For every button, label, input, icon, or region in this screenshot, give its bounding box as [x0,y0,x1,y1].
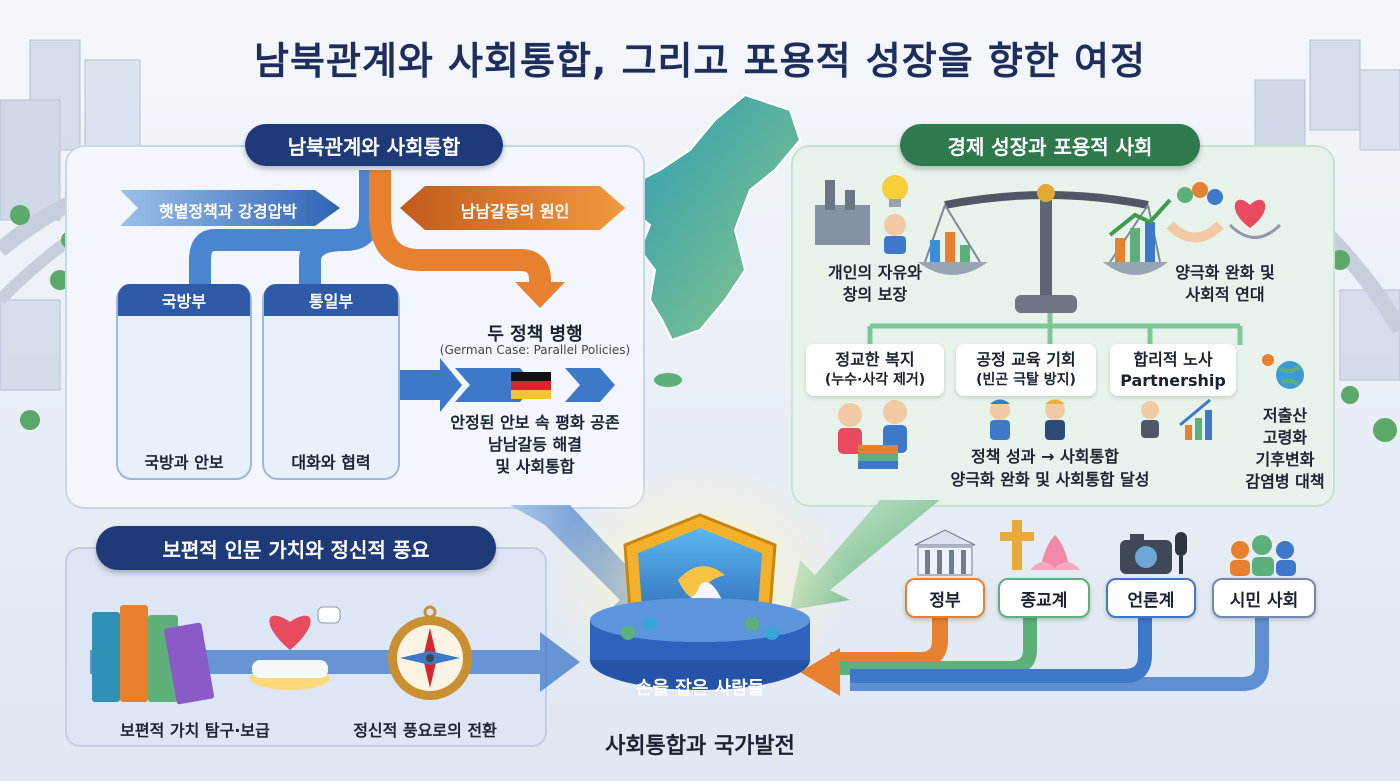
explore-caption: 보편적 가치 탐구·보급 [120,721,270,740]
education-line-2: (빈곤 극탈 방지) [976,372,1076,388]
outcome-line-2: 남남갈등 해결 [488,435,582,454]
heart-pedestal-icon [250,606,341,690]
parallel-policy-title: 두 정책 병행 [487,324,583,345]
government-building-icon [914,529,976,576]
factory-icon [815,180,870,245]
stakeholder-civil-society: 시민 사회 [1212,578,1316,618]
stakeholder-media-label: 언론계 [1127,590,1175,611]
children-books-icon [838,400,907,469]
defense-header: 국방부 [118,284,250,316]
korea-map [623,93,802,342]
stakeholder-media: 언론계 [1106,578,1196,618]
camera-microphone-icon [1120,532,1187,574]
unification-caption: 대화와 협력 [291,453,371,472]
page-title: 남북관계와 사회통합, 그리고 포용적 성장을 향한 여정 [254,39,1146,83]
welfare-line-2: (누수·사각 제거) [824,372,926,388]
conflict-arrow-label: 남남갈등의 원인 [460,202,570,221]
cross-lotus-icon [1000,520,1080,570]
freedom-line-2: 창의 보장 [842,285,908,304]
emblem-banner: 손을 잡은 사람들 [635,678,765,699]
citizens-icon [1230,535,1296,576]
left-panel-header: 남북관계와 사회통합 [245,124,503,166]
unification-header: 통일부 [264,284,398,316]
challenge-aging: 고령화 [1262,428,1308,447]
stakeholder-government-label: 정부 [929,590,961,611]
balance-scale-icon [918,184,1172,313]
welfare-box: 정교한 복지 (누수·사각 제거) [806,344,944,396]
result-line-2: 양극화 완화 및 사회통합 달성 [950,470,1150,489]
labor-line-2: Partnership [1120,371,1226,390]
city-buildings-left [0,39,141,391]
labor-box: 합리적 노사 Partnership [1110,344,1236,396]
stakeholder-government: 정부 [905,578,985,618]
bottom-left-header: 보편적 인문 가치와 정신적 풍요 [96,526,496,570]
globe-icon [1262,354,1304,389]
solidarity-icon [1166,182,1282,243]
freedom-line-1: 개인의 자유와 [828,263,922,282]
challenge-low-birthrate: 저출산 [1262,406,1308,425]
result-line-1: 정책 성과 → 사회통합 [971,447,1119,466]
polarization-line-1: 양극화 완화 및 [1175,263,1275,282]
compass-icon [388,605,472,700]
books-icon [92,605,215,705]
right-panel-header: 경제 성장과 포용적 사회 [900,124,1200,166]
labor-line-1: 합리적 노사 [1133,350,1213,369]
emblem-shield-icon [550,465,850,705]
challenge-pandemic: 감염병 대책 [1245,472,1325,491]
challenge-climate: 기후변화 [1255,450,1315,469]
education-box: 공정 교육 기회 (빈곤 극탈 방지) [956,344,1096,396]
lightbulb-icon [882,175,908,207]
parallel-policy-subtitle: (German Case: Parallel Policies) [439,343,631,357]
outcome-line-1: 안정된 안보 속 평화 공존 [450,413,620,432]
polarization-line-2: 사회적 연대 [1185,285,1265,304]
outcome-line-3: 및 사회통합 [495,457,575,476]
unification-card [262,284,400,480]
education-line-1: 공정 교육 기회 [976,350,1076,369]
defense-caption: 국방과 안보 [144,453,224,472]
welfare-line-1: 정교한 복지 [835,350,915,369]
stakeholder-civil-society-label: 시민 사회 [1229,590,1299,611]
center-caption: 사회통합과 국가발전 [605,734,795,759]
policy-arrow-label: 햇볕정책과 강경압박 [158,202,298,221]
workers-handshake-icon [990,399,1065,440]
transition-caption: 정신적 풍요로의 전환 [353,721,497,740]
worker-icon [884,214,906,236]
city-buildings-right [1254,39,1400,381]
partnership-chart-icon [1141,398,1212,440]
stakeholder-religion-label: 종교계 [1020,590,1068,611]
stakeholder-religion: 종교계 [998,578,1090,618]
